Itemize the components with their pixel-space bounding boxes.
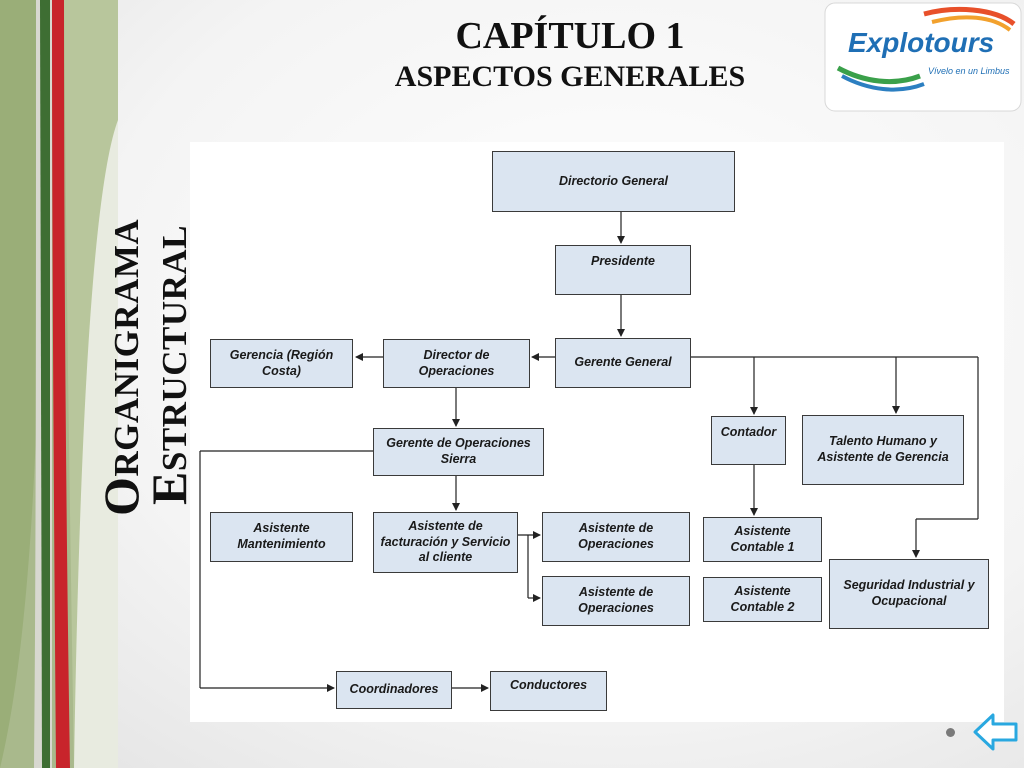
talento-humano-box: Talento Humano y Asistente de Gerencia bbox=[802, 415, 964, 485]
connector-lines bbox=[199, 212, 979, 692]
asistente-operaciones-2-box: Asistente de Operaciones bbox=[542, 576, 690, 626]
directorio-general-box: Directorio General bbox=[492, 151, 735, 212]
presidente-box: Presidente bbox=[555, 245, 691, 295]
coordinadores-box: Coordinadores bbox=[336, 671, 452, 709]
asistente-mantenimiento-box: Asistente Mantenimiento bbox=[210, 512, 353, 562]
asistente-contable-2-box: Asistente Contable 2 bbox=[703, 577, 822, 622]
asistente-facturacion-box: Asistente de facturación y Servicio al c… bbox=[373, 512, 518, 573]
asistente-contable-1-box: Asistente Contable 1 bbox=[703, 517, 822, 562]
chapter-title: CAPÍTULO 1 bbox=[455, 15, 685, 57]
chapter-subtitle: ASPECTOS GENERALES bbox=[394, 60, 746, 93]
decorative-stripes bbox=[0, 0, 118, 768]
organigram: Directorio General Presidente Gerente Ge… bbox=[190, 142, 1004, 722]
gerente-operaciones-sierra-box: Gerente de Operaciones Sierra bbox=[373, 428, 544, 476]
logo-brand: Explotours bbox=[848, 27, 994, 58]
asistente-operaciones-1-box: Asistente de Operaciones bbox=[542, 512, 690, 562]
director-operaciones-box: Director de Operaciones bbox=[383, 339, 530, 388]
nav-dot-icon[interactable] bbox=[946, 728, 955, 737]
conductores-box: Conductores bbox=[490, 671, 607, 711]
back-arrow-icon[interactable] bbox=[972, 712, 1020, 752]
logo-tagline: Vívelo en un Limbus bbox=[928, 66, 1010, 76]
gerente-general-box: Gerente General bbox=[555, 338, 691, 388]
explotours-logo: Explotours Vívelo en un Limbus bbox=[824, 2, 1022, 112]
seguridad-industrial-box: Seguridad Industrial y Ocupacional bbox=[829, 559, 989, 629]
gerencia-costa-box: Gerencia (Región Costa) bbox=[210, 339, 353, 388]
contador-box: Contador bbox=[711, 416, 786, 465]
